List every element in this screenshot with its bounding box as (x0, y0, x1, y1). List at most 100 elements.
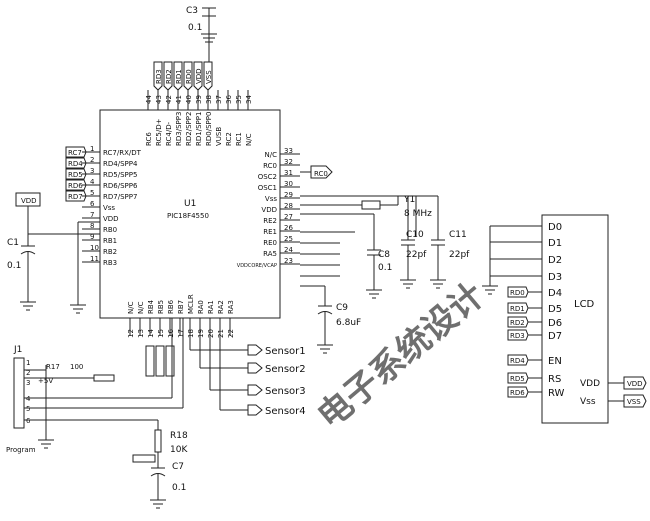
pin-name-top: RC2 (225, 132, 233, 146)
pin-name-top: RC6 (145, 132, 153, 146)
pin-number-bottom: 16 (167, 329, 175, 338)
port-tag-top-label: RD1 (175, 69, 183, 84)
port-tag-top-label: VDD (195, 68, 203, 84)
pin-name-left: RC7/RX/DT (103, 149, 142, 157)
lcd-port-tag (507, 286, 529, 298)
lcd-port-tag-label: RD3 (510, 332, 525, 340)
pin-name-top: N/C (245, 133, 253, 146)
capacitor-c7: C7 0.1 (150, 462, 186, 509)
pin-name-top: RD3/SPP3 (175, 112, 183, 146)
port-tag-top (163, 61, 173, 91)
lcd-port-tag-label: RD4 (510, 357, 525, 365)
sensor-connector (247, 404, 263, 416)
sensor-label: Sensor3 (265, 386, 306, 397)
port-tag-left-label: RD6 (68, 182, 83, 190)
sensor-label: Sensor4 (265, 406, 306, 417)
c8-ref: C8 (378, 250, 390, 260)
lcd-port-tag (507, 329, 529, 341)
pin-number-top: 41 (175, 95, 183, 104)
lcd-pin-label: D3 (548, 272, 562, 283)
pin-name-top: VUSB (215, 127, 223, 146)
port-tag-top-label: RD2 (165, 69, 173, 84)
pin-name-bottom: N/C (137, 301, 145, 314)
pin-name-right: RE2 (263, 217, 277, 225)
pin-name-bottom: RA1 (207, 300, 215, 314)
r18-ref: R18 (170, 431, 188, 441)
lcd-vss-tag: VSS (627, 398, 641, 406)
pin-name-bottom: RA0 (197, 300, 205, 314)
pin-number-right: 23 (284, 257, 293, 265)
j1-pin-number: 6 (26, 417, 31, 425)
pin-number-left: 6 (90, 200, 95, 208)
y1-ref: Y1 (403, 195, 415, 205)
pin-number-top: 40 (185, 95, 193, 104)
port-tag-top (183, 61, 193, 91)
lcd-pin-label: D7 (548, 331, 562, 342)
pin-name-top: RC4/D- (165, 121, 173, 146)
pin-name-bottom: RB4 (147, 299, 155, 314)
pin-name-left: RB0 (103, 226, 117, 234)
lcd-port-tag-label: RD5 (510, 375, 525, 383)
capacitor-c11: C11 22pf (430, 196, 470, 289)
bottom-pin-plug (155, 345, 165, 377)
lcd-vdd-pin: VDD (580, 379, 600, 389)
crystal-y1: Y1 8 MHz (300, 195, 438, 236)
pin-name-left: RB1 (103, 237, 117, 245)
pin-name-bottom: RB7 (177, 300, 185, 314)
pin-number-bottom: 14 (147, 329, 155, 338)
port-tag-top (173, 61, 183, 91)
pin-number-top: 38 (205, 95, 213, 104)
lcd-vss-pin: Vss (580, 397, 596, 407)
pin-name-right: RA5 (263, 250, 277, 258)
j1-label: Program (6, 446, 36, 454)
lcd-body (541, 214, 609, 424)
pin-number-bottom: 13 (137, 329, 145, 338)
pin-number-right: 27 (284, 213, 293, 221)
lcd-pin-label: D4 (548, 288, 562, 299)
sensor-connector (247, 344, 263, 356)
pin-number-top: 37 (215, 95, 223, 104)
pin-number-bottom: 15 (157, 329, 165, 338)
bottom-pin-plug (145, 345, 155, 377)
pin-number-right: 32 (284, 158, 293, 166)
pin-name-left: RD5/SPP5 (103, 171, 137, 179)
c1-value: 0.1 (7, 261, 21, 271)
pin-name-right: VDD (261, 206, 277, 214)
pin-number-bottom: 12 (127, 329, 135, 338)
pin-number-left: 7 (90, 211, 94, 219)
pin-name-top: RC1 (235, 132, 243, 146)
pin-number-left: 1 (90, 145, 94, 153)
pin-name-bottom: RB6 (167, 299, 175, 314)
pin-number-right: 33 (284, 147, 293, 155)
port-tag-left-label: RC7 (68, 149, 82, 157)
port-tag-top (153, 61, 163, 91)
port-tag-left-label: RD4 (68, 160, 83, 168)
pin-number-top: 35 (235, 95, 243, 104)
pin-name-bottom: N/C (127, 301, 135, 314)
pin-name-bottom: MCLR (187, 294, 195, 314)
c11-ref: C11 (449, 230, 467, 240)
lcd-pin-label: EN (548, 356, 562, 367)
sensor-label: Sensor2 (265, 364, 306, 375)
mcu-ref: U1 (184, 199, 196, 209)
pin-name-left: RB2 (103, 248, 117, 256)
lcd-port-tag-label: RD0 (510, 289, 525, 297)
pin-name-left: RD6/SPP6 (103, 182, 138, 190)
j1-pin-number: 4 (26, 395, 31, 403)
pin-name-bottom: RB5 (157, 300, 165, 314)
pin-name-right: OSC1 (258, 184, 277, 192)
port-tag-top-label: VSS (205, 70, 213, 84)
j1-ref: J1 (13, 345, 22, 355)
pin-name-bottom: RA3 (227, 300, 235, 314)
pin-number-right: 25 (284, 235, 293, 243)
pin-number-left: 9 (90, 233, 94, 241)
r18-value: 10K (170, 445, 188, 455)
lcd-port-tag (507, 316, 529, 328)
lcd-pin-label: D1 (548, 238, 562, 249)
resistor-r17: R17 100 (24, 363, 115, 382)
pin-name-right: RC0 (263, 162, 277, 170)
lcd-pin-label: D2 (548, 255, 562, 266)
pin-name-top: RD0/SPP0 (205, 112, 213, 146)
